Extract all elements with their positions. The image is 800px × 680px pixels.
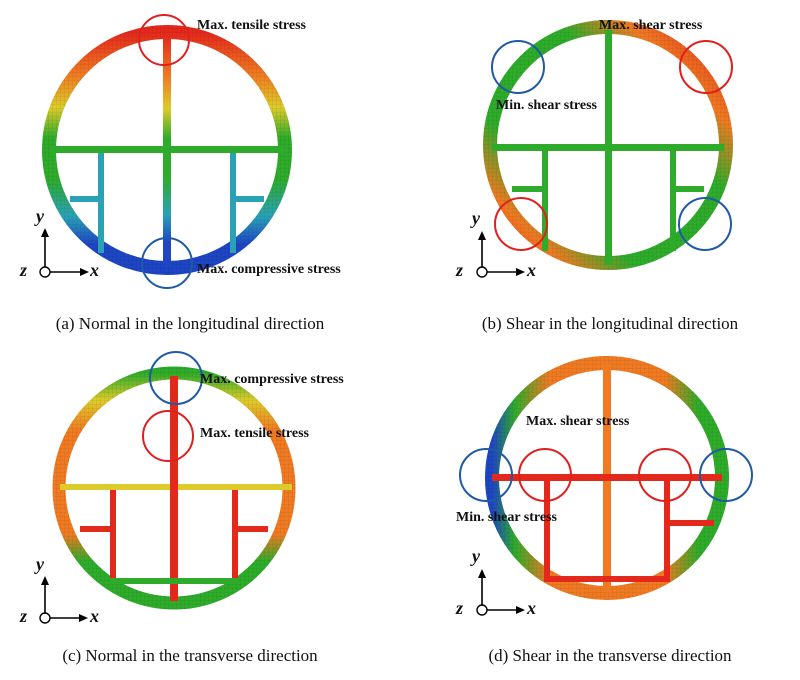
min-shear-circle-left bbox=[459, 448, 513, 502]
min-shear-circle bbox=[491, 40, 545, 94]
caption-c: (c) Normal in the transverse direction bbox=[62, 646, 318, 665]
cross-section-diagram-b bbox=[476, 20, 733, 278]
axis-x-label: x bbox=[527, 260, 536, 280]
panel-d: Max. shear stress Min. shear stress y z … bbox=[400, 340, 800, 680]
axis-z-label: z bbox=[456, 598, 464, 618]
horizontal-beam-d bbox=[492, 474, 722, 481]
cross-section-diagram-d bbox=[459, 356, 753, 616]
horizontal-beam-b bbox=[492, 144, 724, 151]
max-shear-circle-right bbox=[638, 448, 692, 502]
label-min-shear-stress: Min. shear stress bbox=[496, 98, 597, 113]
axis-symbol-c bbox=[39, 576, 88, 624]
min-shear-circle-right bbox=[699, 448, 753, 502]
panel-a: Max. tensile stress Max. compressive str… bbox=[0, 0, 400, 340]
axis-symbol-d bbox=[476, 569, 525, 616]
max-compressive-circle bbox=[149, 351, 203, 405]
max-tensile-circle bbox=[138, 14, 190, 66]
caption-a: (a) Normal in the longitudinal direction bbox=[55, 314, 325, 333]
axis-y-label: y bbox=[36, 206, 44, 226]
axis-y-label: y bbox=[36, 554, 44, 574]
label-min-shear-stress: Min. shear stress bbox=[456, 510, 557, 525]
max-tensile-circle bbox=[142, 410, 194, 462]
min-shear-circle-bottom bbox=[678, 197, 732, 251]
max-compressive-circle bbox=[141, 237, 193, 289]
label-max-compressive-stress: Max. compressive stress bbox=[200, 372, 344, 387]
label-max-shear-stress: Max. shear stress bbox=[526, 414, 630, 429]
caption-d: (d) Shear in the transverse direction bbox=[488, 646, 732, 665]
cross-section-diagram-a bbox=[39, 14, 292, 289]
max-shear-circle-left bbox=[518, 448, 572, 502]
panel-c: Max. compressive stress Max. tensile str… bbox=[0, 340, 400, 680]
axis-x-label: x bbox=[527, 598, 536, 618]
panel-b: Max. shear stress Min. shear stress y z … bbox=[400, 0, 800, 340]
label-max-tensile-stress: Max. tensile stress bbox=[200, 426, 309, 441]
axis-y-label: y bbox=[472, 546, 480, 566]
axis-z-label: z bbox=[456, 260, 464, 280]
label-max-shear-stress: Max. shear stress bbox=[599, 18, 703, 33]
max-shear-circle-top bbox=[679, 40, 733, 94]
vertical-rib-c bbox=[170, 376, 178, 601]
axis-z-label: z bbox=[20, 606, 28, 626]
label-max-tensile-stress: Max. tensile stress bbox=[197, 18, 306, 33]
max-shear-circle-bottom bbox=[494, 197, 548, 251]
axis-x-label: x bbox=[90, 260, 99, 280]
axis-symbol-b bbox=[476, 231, 525, 278]
horizontal-beam-a bbox=[50, 146, 284, 153]
axis-y-label: y bbox=[472, 208, 480, 228]
axis-z-label: z bbox=[20, 260, 28, 280]
axis-symbol-a bbox=[39, 228, 89, 278]
label-max-compressive-stress: Max. compressive stress bbox=[197, 262, 341, 277]
axis-x-label: x bbox=[90, 606, 99, 626]
cross-section-diagram-c bbox=[39, 351, 296, 624]
caption-b: (b) Shear in the longitudinal direction bbox=[481, 314, 739, 333]
